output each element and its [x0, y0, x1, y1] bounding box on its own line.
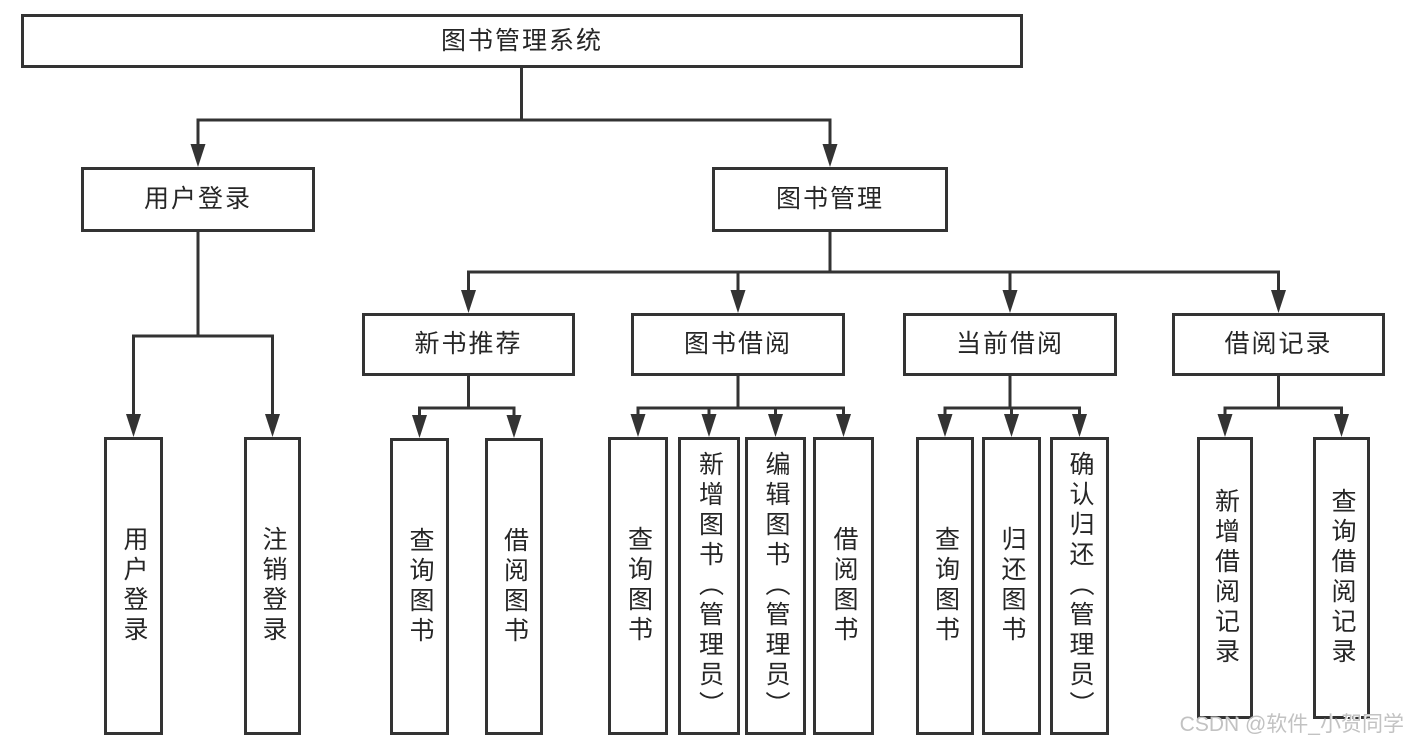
node-book-borrowing: 图书借阅	[631, 313, 845, 376]
node-label: 借阅图书	[500, 526, 529, 647]
node-label: 新增借阅记录	[1211, 488, 1240, 668]
node-leaf-user-login: 用户登录	[104, 437, 163, 735]
node-root-library-system: 图书管理系统	[21, 14, 1023, 68]
node-label: 新书推荐	[414, 330, 523, 358]
node-label: 图书管理	[775, 185, 884, 213]
node-label: 图书借阅	[683, 330, 792, 358]
node-book-management: 图书管理	[712, 167, 948, 232]
node-leaf-add-book-admin: 新增图书（管理员）	[678, 437, 740, 735]
node-leaf-logout: 注销登录	[244, 437, 301, 735]
node-leaf-add-borrow-record: 新增借阅记录	[1197, 437, 1253, 719]
node-leaf-query-book-borrowing: 查询图书	[608, 437, 668, 735]
node-label: 新增图书（管理员）	[695, 451, 724, 721]
node-leaf-return-book: 归还图书	[982, 437, 1041, 735]
node-label: 查询图书	[406, 526, 434, 647]
node-label: 查询图书	[931, 526, 960, 646]
node-user-login: 用户登录	[81, 167, 315, 232]
node-leaf-borrow-book: 借阅图书	[813, 437, 874, 735]
node-current-borrowing: 当前借阅	[903, 313, 1117, 376]
node-leaf-borrow-book-recommend: 借阅图书	[485, 438, 543, 735]
node-label: 注销登录	[259, 526, 287, 646]
node-label: 借阅记录	[1224, 330, 1333, 358]
node-label: 归还图书	[998, 526, 1026, 646]
node-label: 借阅图书	[830, 526, 858, 646]
node-label: 当前借阅	[955, 330, 1064, 358]
node-label: 图书管理系统	[440, 26, 603, 55]
node-label: 查询图书	[624, 526, 653, 646]
node-label: 用户登录	[143, 185, 252, 213]
node-leaf-query-borrow-record: 查询借阅记录	[1313, 437, 1370, 719]
node-leaf-confirm-return-admin: 确认归还（管理员）	[1050, 437, 1109, 735]
node-borrowing-records: 借阅记录	[1172, 313, 1385, 376]
node-label: 用户登录	[120, 526, 148, 646]
node-leaf-query-book-recommend: 查询图书	[390, 438, 449, 735]
node-new-book-recommend: 新书推荐	[362, 313, 575, 376]
node-label: 确认归还（管理员）	[1066, 451, 1094, 721]
node-label: 查询借阅记录	[1328, 488, 1356, 668]
node-leaf-query-book-current: 查询图书	[916, 437, 974, 735]
node-label: 编辑图书（管理员）	[762, 451, 790, 721]
csdn-watermark: CSDN @软件_小贺同学	[1179, 713, 1404, 736]
node-leaf-edit-book-admin: 编辑图书（管理员）	[745, 437, 806, 735]
